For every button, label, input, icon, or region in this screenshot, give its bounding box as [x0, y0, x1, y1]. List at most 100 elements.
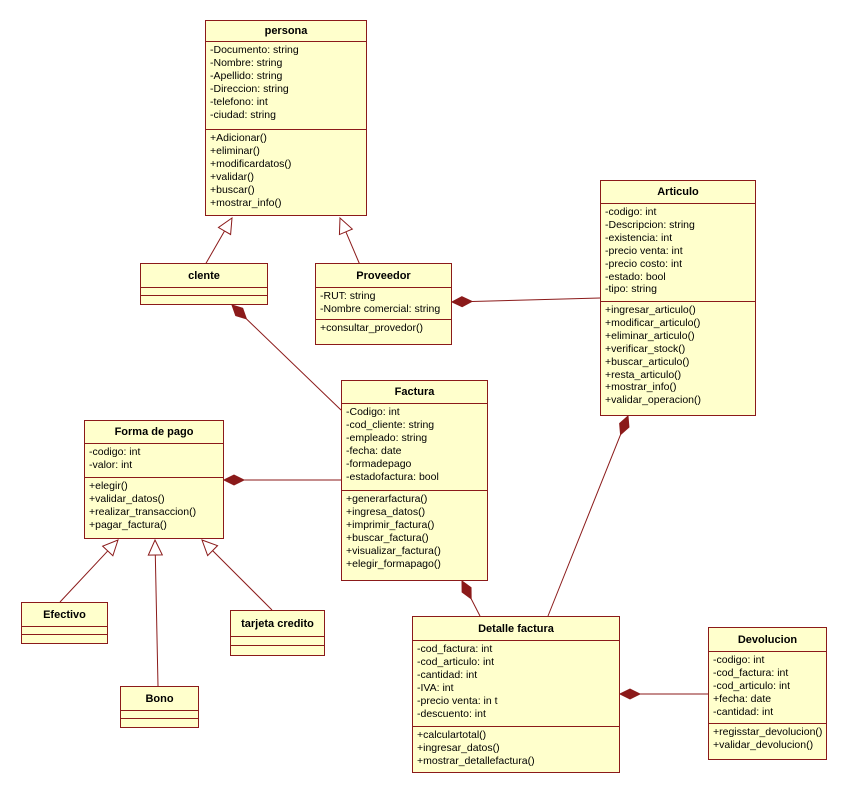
generalization-arrowhead	[101, 539, 119, 557]
operations-section: +generarfactura() +ingresa_datos() +impr…	[342, 491, 487, 572]
class-bono[interactable]: Bono	[120, 686, 199, 728]
class-name: tarjeta credito	[231, 611, 324, 637]
attribute: -existencia: int	[605, 231, 673, 244]
composition-factura-detalle	[461, 580, 481, 617]
operation: +Adicionar()	[210, 132, 267, 144]
generalization-proveedor-persona	[338, 216, 361, 266]
generalization-arrowhead	[201, 539, 219, 557]
attribute: -ciudad: string	[210, 108, 276, 121]
class-name: Forma de pago	[85, 421, 223, 444]
attribute: -cod_cliente: string	[346, 418, 435, 431]
class-efectivo[interactable]: Efectivo	[21, 602, 108, 644]
operation: +calculartotal()	[417, 729, 487, 741]
class-name: Bono	[121, 687, 198, 711]
composition-diamond	[618, 688, 642, 700]
operations-section	[22, 635, 107, 643]
operation: +buscar_articulo()	[605, 355, 690, 368]
attribute: -Codigo: int	[346, 406, 400, 418]
attribute: -tipo: string	[605, 283, 657, 296]
attribute: -valor: int	[89, 458, 133, 471]
generalization-efectivo-forma-pago	[59, 539, 119, 603]
class-clente[interactable]: clente	[140, 263, 268, 305]
class-detalle-factura[interactable]: Detalle factura -cod_factura: int -cod_a…	[412, 616, 620, 773]
operations-section	[141, 296, 267, 304]
attribute: -cod_articulo: int	[417, 655, 495, 668]
operation: +ingresar_articulo()	[605, 304, 696, 316]
attribute: -Apellido: string	[210, 69, 283, 82]
operation: +elegir()	[89, 480, 128, 492]
attribute: -Descripcion: string	[605, 218, 695, 231]
operation: +validar_devolucion()	[713, 738, 814, 751]
operation: +generarfactura()	[346, 493, 428, 505]
operation: +validar()	[210, 170, 255, 183]
class-persona[interactable]: persona -Documento: string -Nombre: stri…	[205, 20, 367, 216]
operation: +validar_datos()	[89, 492, 165, 505]
class-articulo[interactable]: Articulo -codigo: int -Descripcion: stri…	[600, 180, 756, 416]
attributes-section	[121, 711, 198, 719]
attributes-section	[22, 627, 107, 635]
attribute: -precio costo: int	[605, 257, 683, 270]
class-name: Factura	[342, 381, 487, 404]
operation: +eliminar()	[210, 144, 260, 157]
operation: +modificardatos()	[210, 157, 292, 170]
attribute: -precio venta: in t	[417, 694, 498, 707]
attributes-section: -RUT: string -Nombre comercial: string	[316, 288, 451, 320]
attribute: -fecha: date	[346, 444, 402, 457]
attribute: -codigo: int	[713, 654, 765, 666]
connector-line	[59, 550, 109, 603]
attribute: +fecha: date	[713, 692, 772, 705]
operations-section: +calculartotal() +ingresar_datos() +most…	[413, 727, 619, 770]
attributes-section: -Codigo: int -cod_cliente: string -emple…	[342, 404, 487, 491]
connector-line	[246, 318, 342, 411]
attribute: -cantidad: int	[713, 705, 774, 718]
operations-section: +Adicionar() +eliminar() +modificardatos…	[206, 130, 366, 211]
attributes-section: -cod_factura: int -cod_articulo: int -ca…	[413, 641, 619, 727]
class-forma-de-pago[interactable]: Forma de pago -codigo: int -valor: int +…	[84, 420, 224, 539]
operation: +buscar()	[210, 183, 255, 196]
class-factura[interactable]: Factura -Codigo: int -cod_cliente: strin…	[341, 380, 488, 581]
attributes-section: -Documento: string -Nombre: string -Apel…	[206, 42, 366, 130]
attribute: -codigo: int	[89, 446, 141, 458]
attribute: -estado: bool	[605, 270, 666, 283]
class-name: Efectivo	[22, 603, 107, 627]
operations-section: +ingresar_articulo() +modificar_articulo…	[601, 302, 755, 409]
composition-proveedor-articulo	[450, 296, 601, 308]
operations-section: +elegir() +validar_datos() +realizar_tra…	[85, 478, 223, 534]
composition-diamond	[450, 296, 474, 308]
generalization-arrowhead	[338, 216, 354, 236]
composition-diamond	[461, 580, 472, 600]
operation: +modificar_articulo()	[605, 316, 701, 329]
attribute: -IVA: int	[417, 681, 454, 694]
operation: +consultar_provedor()	[320, 322, 424, 334]
operations-section	[231, 646, 324, 655]
operation: +visualizar_factura()	[346, 544, 441, 557]
composition-clente-factura	[231, 304, 342, 411]
class-proveedor[interactable]: Proveedor -RUT: string -Nombre comercial…	[315, 263, 452, 345]
generalization-bono-forma-pago	[147, 538, 164, 687]
attributes-section: -codigo: int -Descripcion: string -exist…	[601, 204, 755, 302]
operations-section: +regisstar_devolucion() +validar_devoluc…	[709, 724, 826, 754]
attribute: -Direccion: string	[210, 82, 289, 95]
attributes-section	[231, 637, 324, 646]
generalization-arrowhead	[147, 538, 164, 556]
attribute: -descuento: int	[417, 707, 486, 720]
class-name: Articulo	[601, 181, 755, 204]
operation: +ingresa_datos()	[346, 505, 426, 518]
attribute: -RUT: string	[320, 290, 376, 302]
class-name: clente	[141, 264, 267, 288]
operation: +mostrar_info()	[605, 381, 677, 394]
connector-line	[471, 297, 601, 302]
connector-line	[547, 434, 622, 617]
connector-line	[154, 554, 159, 687]
class-name: Devolucion	[709, 628, 826, 652]
class-tarjeta-credito[interactable]: tarjeta credito	[230, 610, 325, 656]
operations-section: +consultar_provedor()	[316, 320, 451, 337]
attribute: -cod_factura: int	[417, 643, 493, 655]
generalization-arrowhead	[217, 216, 233, 236]
operation: +mostrar_info()	[210, 196, 282, 209]
operation: +regisstar_devolucion()	[713, 726, 823, 738]
operation: +validar_operacion()	[605, 394, 702, 407]
composition-diamond	[222, 474, 246, 486]
class-devolucion[interactable]: Devolucion -codigo: int -cod_factura: in…	[708, 627, 827, 760]
attribute: -empleado: string	[346, 431, 428, 444]
